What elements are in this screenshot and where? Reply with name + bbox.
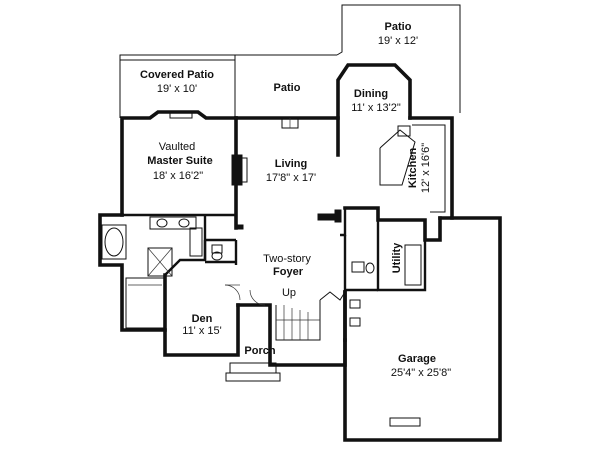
room-utility-name: Utility [391,242,403,273]
room-den-name: Den [192,313,213,325]
room-covered-patio-name: Covered Patio [140,69,214,81]
room-living-size: 17'8" x 17' [266,172,316,184]
room-labels: Patio 19' x 12' Covered Patio 19' x 10' … [140,21,451,379]
room-den-size: 11' x 15' [182,325,221,337]
room-garage-size: 25'4" x 25'8" [391,367,451,379]
room-dining-size: 11' x 13'2" [351,102,401,114]
room-porch-name: Porch [244,345,275,357]
room-up-label: Up [282,287,296,299]
room-master-name: Master Suite [147,155,212,167]
room-kitchen-name: Kitchen [407,148,419,189]
room-covered-patio-size: 19' x 10' [157,83,197,95]
room-master-prefix: Vaulted [159,141,196,153]
room-garage-name: Garage [398,353,436,365]
room-kitchen-size: 12' x 16'6" [420,143,432,193]
room-living-name: Living [275,158,307,170]
room-master-size: 18' x 16'2" [153,170,203,182]
room-patio-top-size: 19' x 12' [378,35,418,47]
room-dining-name: Dining [354,88,388,100]
interior-walls [101,111,446,427]
room-foyer-prefix: Two-story [263,253,311,265]
room-foyer-name: Foyer [273,266,304,278]
room-patio-top-name: Patio [385,21,412,33]
patio-outlines [119,4,461,382]
room-patio-mid-name: Patio [274,82,301,94]
